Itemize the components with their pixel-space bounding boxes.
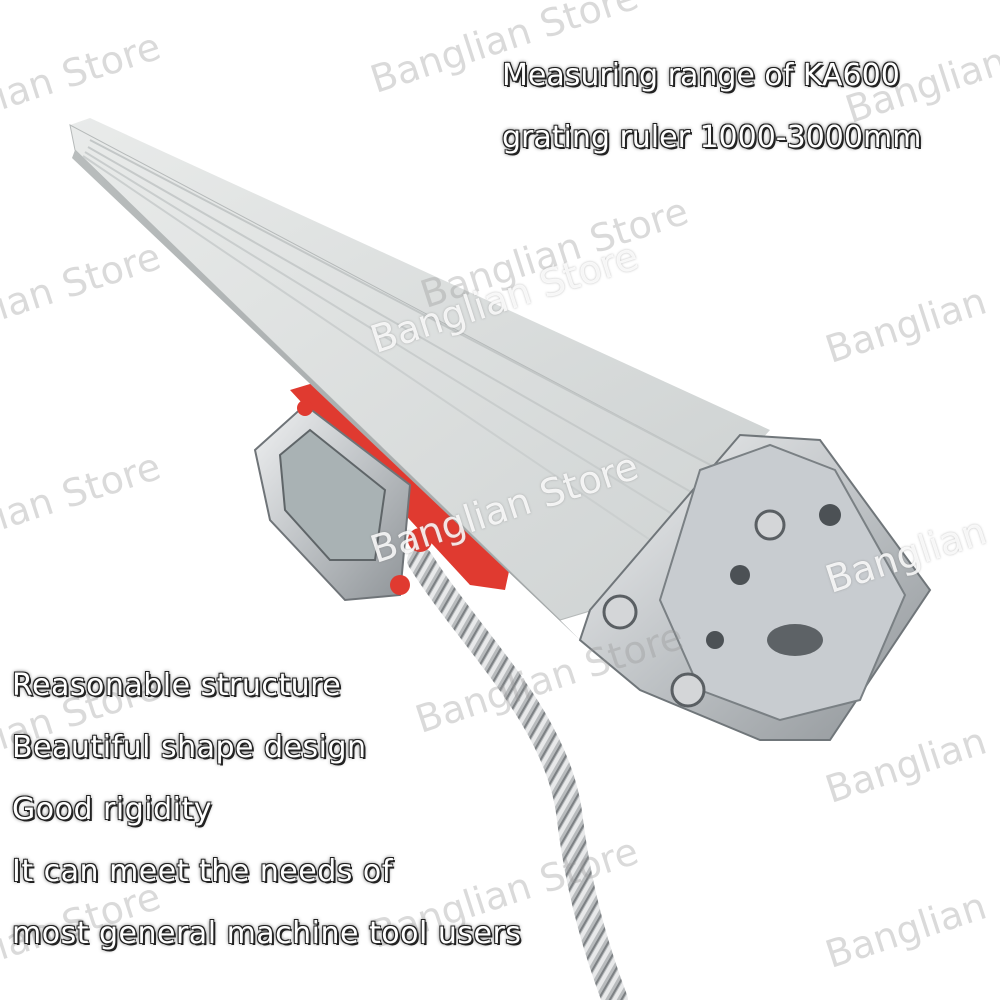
end-bracket bbox=[578, 433, 932, 741]
feature-text: It can meet the needs of bbox=[12, 854, 393, 889]
aluminum-rail bbox=[69, 118, 770, 640]
headline-line-1: Measuring range of KA600 bbox=[502, 58, 900, 93]
feature-text: most general machine tool users bbox=[12, 916, 522, 951]
reading-head bbox=[253, 378, 520, 602]
feature-text: Beautiful shape design bbox=[12, 730, 367, 765]
armored-cable bbox=[407, 547, 628, 1004]
headline-line-2: grating ruler 1000-3000mm bbox=[502, 120, 922, 155]
feature-text: Reasonable structure bbox=[12, 668, 342, 703]
feature-text: Good rigidity bbox=[12, 792, 212, 827]
